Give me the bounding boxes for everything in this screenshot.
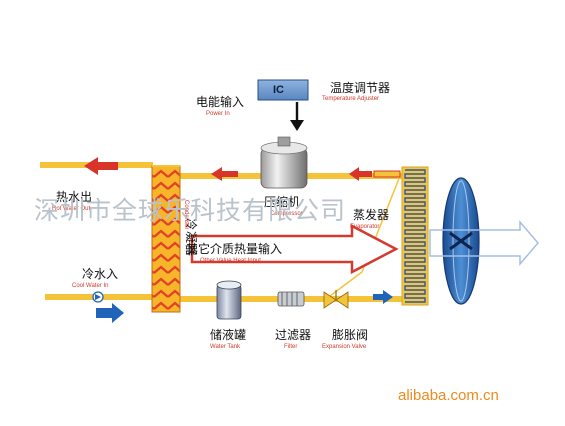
ic-label: IC — [273, 84, 284, 96]
expansion-line — [329, 175, 401, 297]
water-tank-label: 储液罐 — [210, 328, 247, 342]
compressor-label-en: Compressor — [270, 211, 303, 217]
cool-water-arrow-icon — [96, 303, 124, 323]
expansion-label-en: Expansion Valve — [322, 344, 367, 350]
filter-label: 过滤器 — [275, 328, 312, 342]
other-heat-label: 其它介质热量输入 — [186, 242, 283, 256]
valve-icon — [323, 290, 349, 309]
evaporator-label: 蒸发器 — [353, 208, 390, 222]
filter-label-en: Filter — [284, 344, 298, 350]
pump-arrow-icon — [95, 294, 101, 300]
power-label: 电能输入 — [196, 95, 245, 109]
compressor-icon — [260, 136, 308, 189]
watermark-text: 深圳市全球乐科技有限公司 — [34, 196, 347, 225]
fan-icon — [442, 177, 480, 305]
condenser-coil — [151, 165, 181, 313]
filter-icon — [277, 291, 305, 307]
hot-water-out-label: 热水出 — [56, 190, 93, 204]
cool-water-in-label-en: Cool Water In — [72, 283, 109, 289]
other-heat-label-en: Other Value Heat Input — [200, 258, 261, 264]
heat-input-arrows — [429, 219, 539, 267]
adjuster-label-en: Temperature Adjuster — [322, 96, 380, 102]
cool-water-in-label: 冷水入 — [82, 267, 119, 281]
tank-icon — [216, 280, 242, 320]
ic-chip-icon — [257, 79, 309, 101]
adjuster-label: 温度调节器 — [330, 81, 391, 95]
other-heat-arrow-icon — [190, 223, 399, 275]
flow-arrows-blue — [92, 290, 393, 323]
flow-left-arrow-icon-2 — [349, 167, 372, 181]
flow-right-arrow-icon — [373, 290, 393, 304]
brand-text: alibaba.com.cn — [398, 387, 499, 404]
evaporator-label-en: Evaporator — [350, 224, 380, 230]
hot-water-arrow-icon — [84, 157, 118, 175]
power-label-en: Power In — [206, 111, 230, 117]
evaporator-coil — [401, 166, 429, 306]
hot-water-out-label-en: Hot Water Out — [52, 206, 91, 212]
flow-left-arrow-icon — [211, 167, 238, 181]
compressor-label: 压缩机 — [264, 195, 301, 209]
flow-arrows-red — [84, 157, 401, 181]
expansion-label: 膨胀阀 — [332, 328, 369, 342]
water-tank-label-en: Water Tank — [210, 344, 241, 350]
air-flow-arrow-icon — [429, 219, 539, 267]
down-arrow-icon — [290, 102, 304, 131]
